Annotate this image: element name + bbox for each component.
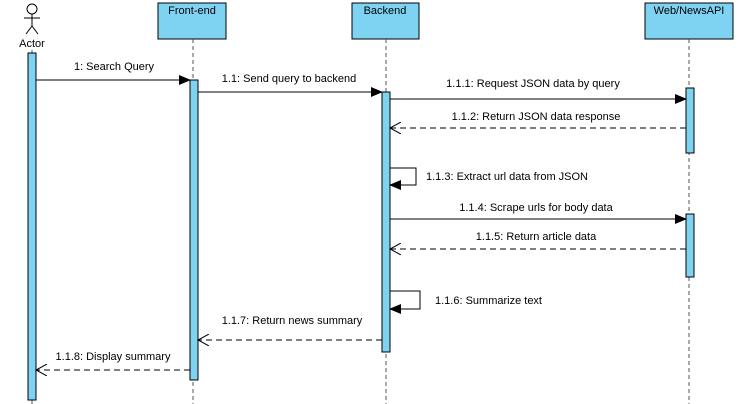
participant-box — [351, 2, 420, 40]
participant-label: Web/NewsAPI — [654, 5, 725, 17]
participant-box — [157, 2, 227, 40]
activation-backend — [381, 91, 391, 353]
actor-leg-right — [31, 25, 39, 35]
actor-label: Actor — [19, 38, 45, 50]
activation-actor — [27, 52, 37, 401]
message-label: 1.1.8: Display summary — [56, 351, 171, 363]
message-label: 1.1.6: Summarize text — [435, 295, 542, 307]
activation-frontend — [189, 79, 199, 381]
message-8: 1.1.6: Summarize text — [389, 290, 542, 314]
message-4: 1.1.2: Return JSON data response — [390, 111, 686, 128]
message-self-arrow — [389, 290, 421, 314]
message-label: 1.1.4: Scrape urls for body data — [459, 202, 613, 214]
participant-api: Web/NewsAPI — [644, 2, 734, 40]
activation-api-2 — [685, 213, 695, 278]
participant-label: Backend — [364, 5, 407, 17]
message-10: 1.1.8: Display summary — [36, 351, 190, 370]
message-7: 1.1.5: Return article data — [390, 231, 686, 249]
message-label: 1.1.7: Return news summary — [222, 315, 363, 327]
participant-box — [644, 2, 734, 40]
message-9: 1.1.7: Return news summary — [198, 315, 382, 340]
participant-frontend: Front-end — [157, 2, 227, 40]
message-5: 1.1.3: Extract url data from JSON — [389, 167, 588, 190]
participant-label: Front-end — [168, 5, 216, 17]
message-label: 1.1.2: Return JSON data response — [452, 111, 621, 123]
message-label: 1: Search Query — [74, 61, 155, 73]
message-label: 1.1.5: Return article data — [476, 231, 597, 243]
message-3: 1.1.1: Request JSON data by query — [390, 78, 687, 104]
message-label: 1.1.1: Request JSON data by query — [446, 78, 620, 90]
actor: Actor — [19, 3, 45, 50]
activation-api-1 — [685, 87, 695, 154]
actor-head — [26, 3, 38, 15]
message-2: 1.1: Send query to backend — [198, 73, 383, 97]
message-6: 1.1.4: Scrape urls for body data — [390, 202, 687, 224]
actor-leg-left — [25, 25, 33, 35]
message-label: 1.1.3: Extract url data from JSON — [426, 171, 588, 183]
message-self-arrow — [389, 167, 417, 190]
message-1: 1: Search Query — [36, 61, 191, 85]
message-label: 1.1: Send query to backend — [222, 73, 357, 85]
participant-backend: Backend — [351, 2, 420, 40]
